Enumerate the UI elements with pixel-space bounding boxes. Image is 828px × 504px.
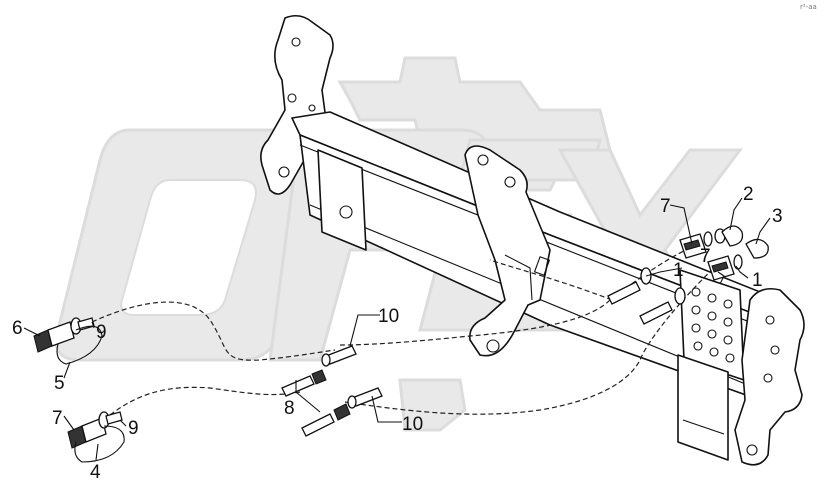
dust-cap-2 xyxy=(721,225,744,247)
callout-9-upper: 9 xyxy=(96,322,107,343)
callout-2: 2 xyxy=(743,184,754,205)
callout-10-lower: 10 xyxy=(402,414,423,435)
middle-bracket xyxy=(464,145,551,357)
callout-9-lower: 9 xyxy=(128,418,139,439)
hydraulic-hoses xyxy=(91,247,721,416)
watermark-letter-o xyxy=(54,128,324,362)
callout-1-right: 1 xyxy=(752,270,763,291)
bolt-1 xyxy=(607,281,641,305)
callout-8: 8 xyxy=(284,398,295,419)
callout-7-left: 7 xyxy=(52,408,63,429)
watermark-gear-lower xyxy=(398,378,467,432)
right-upright-plate xyxy=(734,287,805,466)
coupling-lower xyxy=(707,254,743,281)
hose-lower xyxy=(109,386,301,416)
hose-run-frame xyxy=(489,259,613,301)
left-upright-plate xyxy=(260,14,334,195)
callout-5: 5 xyxy=(54,373,65,394)
coupling-upper-left xyxy=(33,317,103,365)
callout-1-left: 1 xyxy=(673,260,684,281)
main-frame xyxy=(260,14,805,466)
callout-7-right-upper: 7 xyxy=(660,196,671,217)
fitting-8-upper xyxy=(281,375,315,397)
callout-7-right-lower: 7 xyxy=(700,246,711,267)
dust-cap-3 xyxy=(745,238,769,259)
callout-10-upper: 10 xyxy=(378,306,399,327)
hose-right-1 xyxy=(339,247,691,346)
callouts: 1 1 2 3 4 5 6 7 7 7 8 9 9 10 10 xyxy=(12,184,783,483)
right-couplings xyxy=(607,225,769,325)
hose-upper xyxy=(91,301,336,361)
left-inner-plate xyxy=(317,149,367,251)
center-fittings xyxy=(281,345,383,437)
seal-ring-2 xyxy=(674,287,686,305)
callout-4: 4 xyxy=(90,462,101,483)
callout-3: 3 xyxy=(772,206,783,227)
coupling-upper xyxy=(679,228,726,259)
corner-mark: r²-aa xyxy=(800,3,817,11)
bolt-2 xyxy=(639,301,673,325)
hose-right-2 xyxy=(344,261,721,415)
left-couplings xyxy=(33,317,125,463)
coupling-lower-left xyxy=(67,411,125,463)
end-plate-holes xyxy=(691,287,735,363)
leader-lines xyxy=(23,197,771,461)
callout-6: 6 xyxy=(12,318,23,339)
lower-plate xyxy=(677,354,729,461)
fitting-8-lower xyxy=(301,413,335,437)
